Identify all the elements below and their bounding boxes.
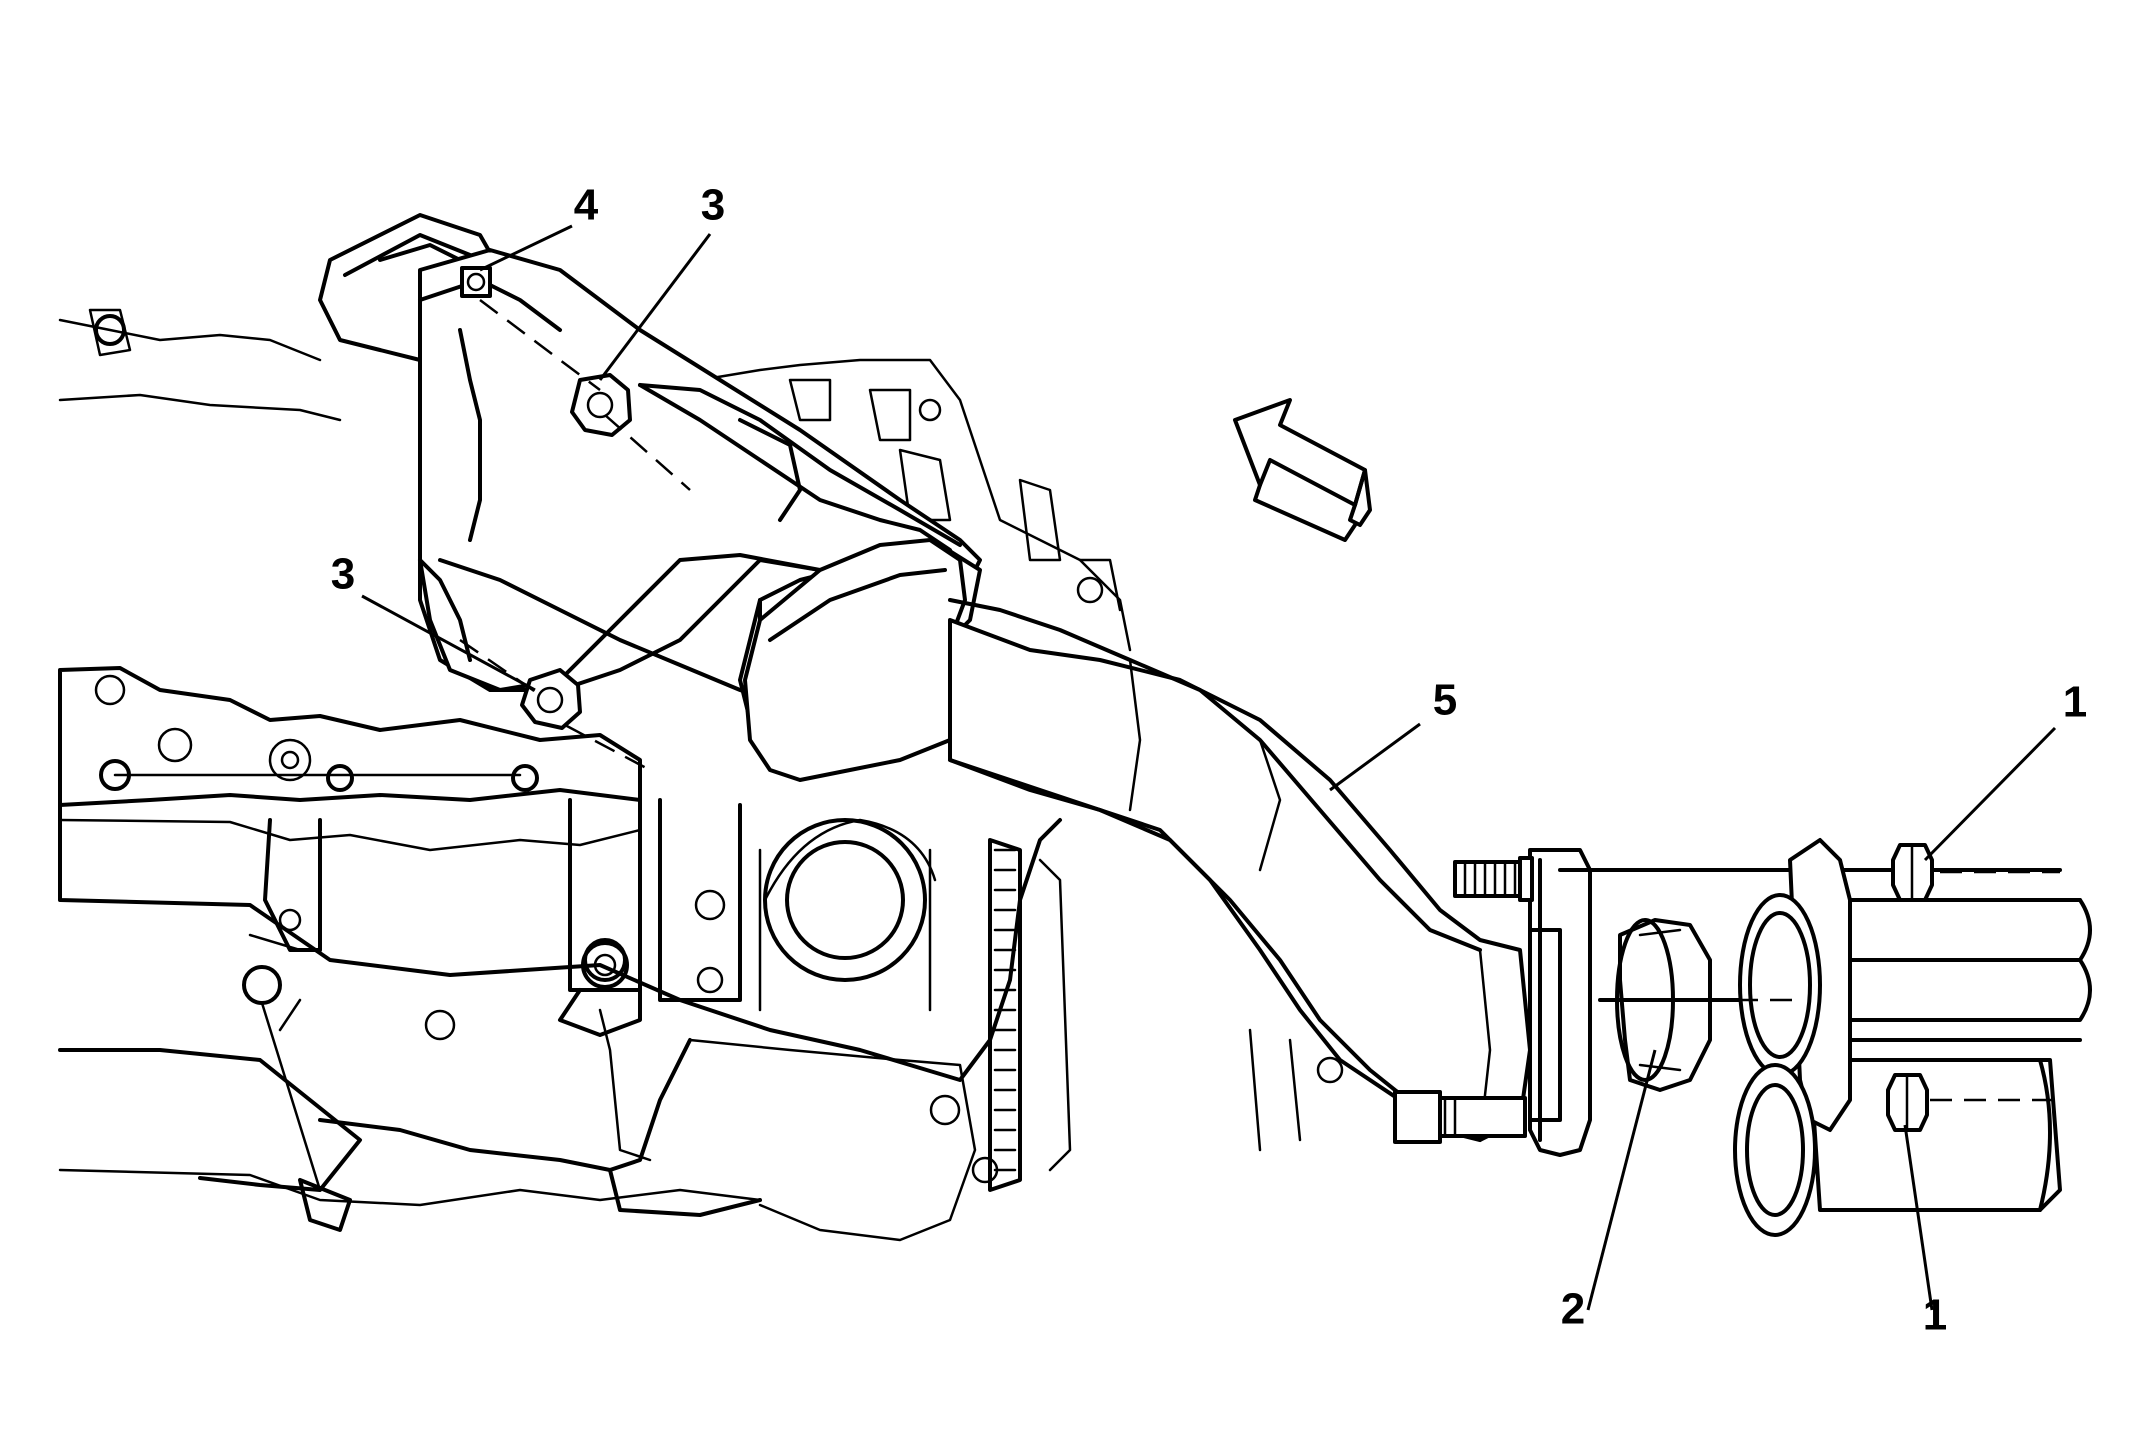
upper-left-bracket — [58, 308, 342, 422]
nut-lower-right — [1886, 1073, 1929, 1132]
callout-5: 5 — [1433, 676, 1457, 725]
callout-3-lower: 3 — [331, 550, 355, 599]
engine-block — [58, 666, 1344, 1242]
callout-2: 2 — [1561, 1285, 1585, 1334]
leader-lines — [361, 224, 2057, 1311]
callout-4: 4 — [574, 181, 599, 230]
arrow-up-left-icon — [1233, 398, 1372, 542]
flange-stud — [460, 266, 492, 298]
nut-upper-right — [1891, 843, 1934, 902]
nut-upper-converter — [570, 373, 632, 437]
stud-lower — [1393, 1090, 1527, 1144]
callout-3-upper: 3 — [701, 181, 725, 230]
nut-lower-converter — [520, 668, 582, 730]
stud-upper — [1453, 856, 1534, 902]
flywheel-ring — [988, 838, 1072, 1192]
callout-1-upper: 1 — [2063, 678, 2087, 727]
outlet-flange — [1528, 848, 1592, 1157]
engine-upper-detail — [698, 358, 1132, 652]
exhaust-pipe — [948, 598, 1532, 1142]
seal-ring — [1615, 918, 1712, 1092]
rear-flange — [1733, 838, 1852, 1237]
callout-1-lower: 1 — [1923, 1291, 1947, 1340]
rear-pipe — [1558, 868, 2092, 1212]
